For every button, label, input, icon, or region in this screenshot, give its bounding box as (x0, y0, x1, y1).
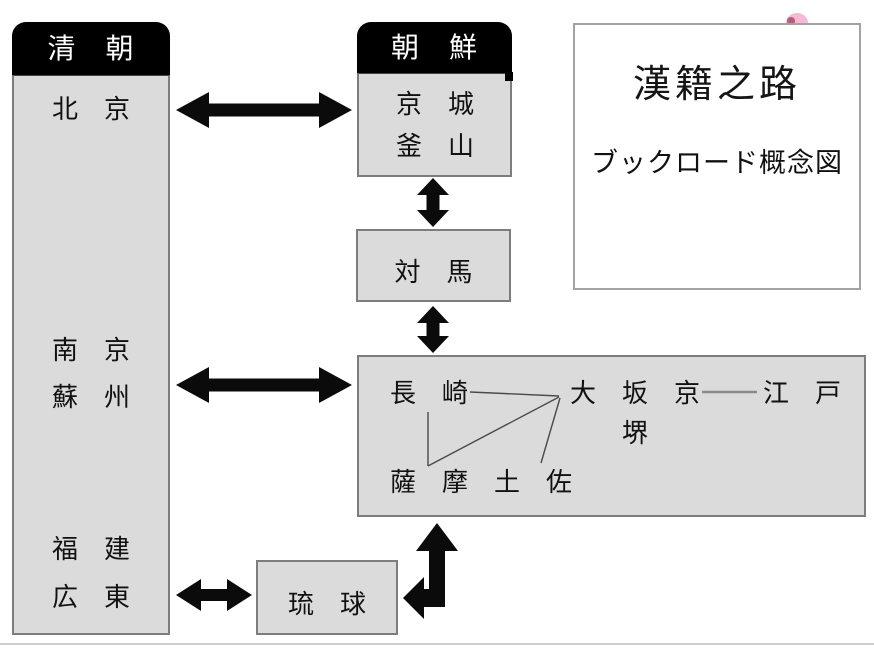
beijing-seoul-arrow (176, 92, 352, 128)
ryukyu-japan-elbow-arrow (403, 523, 458, 619)
city-osaka-kyoto: 大 坂 京 (570, 378, 701, 408)
legend-box: 漢籍之路 ブックロード概念図 (573, 23, 861, 290)
joseon-header-shadow (505, 72, 513, 81)
city-fujian: 福 建 (52, 534, 131, 564)
city-suzhou: 蘇 州 (52, 382, 131, 412)
korea-tsushima-arrow (417, 178, 449, 227)
joseon-box: 朝 鮮 京 城 釜 山 (357, 22, 512, 177)
city-seoul: 京 城 (396, 89, 475, 119)
legend-subtitle: ブックロード概念図 (591, 148, 843, 178)
bottom-divider (0, 643, 874, 645)
city-nanjing: 南 京 (52, 335, 131, 365)
qing-dynasty-box: 清 朝 北 京 南 京 蘇 州 福 建 広 東 (12, 22, 170, 635)
tsushima-box: 対 馬 (356, 229, 511, 302)
japan-box: 長 崎 大 坂 京 江 戸 堺 薩 摩 土 佐 (357, 355, 866, 517)
legend-title: 漢籍之路 (632, 64, 801, 106)
pink-decoration-accent (787, 17, 795, 25)
city-sakai: 堺 (622, 418, 649, 448)
city-busan: 釜 山 (396, 131, 475, 161)
joseon-body: 京 城 釜 山 (357, 73, 512, 177)
guangdong-ryukyu-arrow (176, 579, 252, 611)
tsushima-label: 対 馬 (394, 257, 473, 287)
city-edo: 江 戸 (763, 378, 842, 408)
city-beijing: 北 京 (52, 94, 131, 124)
qing-body: 北 京 南 京 蘇 州 福 建 広 東 (12, 75, 170, 635)
nanjing-nagasaki-arrow (176, 367, 352, 403)
joseon-header: 朝 鮮 (357, 22, 512, 73)
ryukyu-box: 琉 球 (256, 560, 398, 635)
city-guangdong: 広 東 (52, 582, 131, 612)
ryukyu-label: 琉 球 (287, 589, 366, 619)
city-nagasaki: 長 崎 (390, 378, 469, 408)
qing-header: 清 朝 (12, 22, 170, 75)
city-satsuma-tosa: 薩 摩 土 佐 (390, 467, 573, 497)
tsushima-japan-arrow (417, 306, 449, 353)
